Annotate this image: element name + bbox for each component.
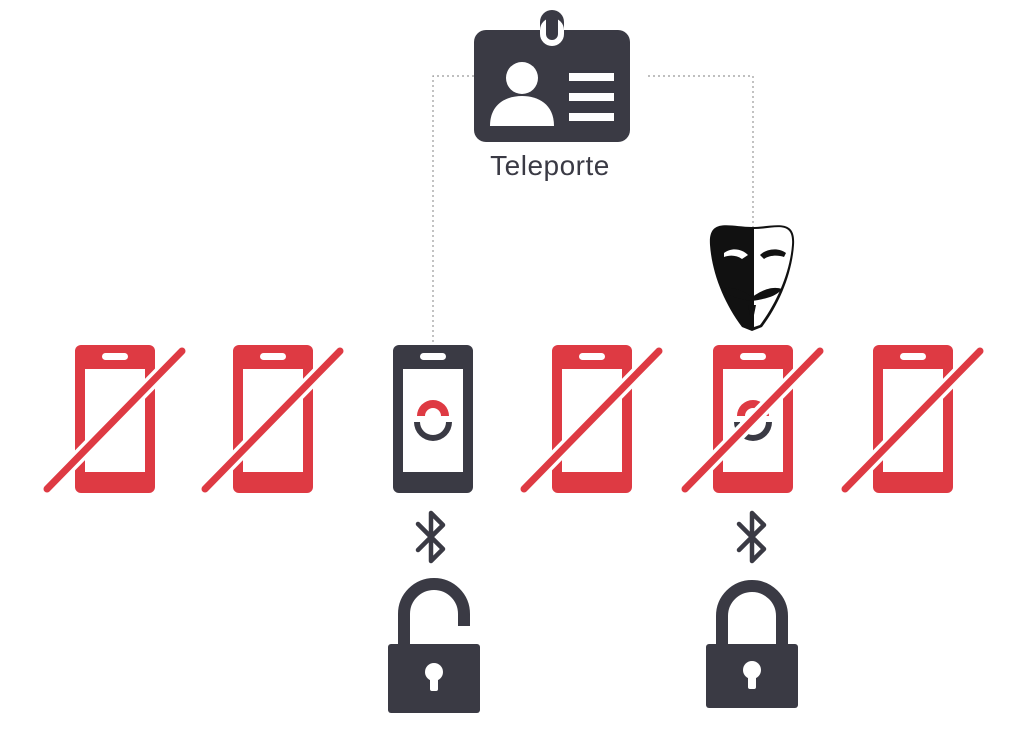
phones-row [40,344,987,496]
phone-app-crossed-icon [678,344,827,496]
lock-open-icon [388,578,480,713]
lock-closed-icon [706,580,798,708]
phone-app-icon [393,345,473,493]
connector-server-to-attacker [648,75,754,228]
phone-crossed-icon [40,344,189,496]
guy-fawkes-mask-icon [709,225,795,331]
connector-lines [432,75,754,342]
bluetooth-icon [415,510,446,564]
phone-crossed-icon [838,344,987,496]
connector-server-to-phone [432,75,474,342]
bluetooth-icon [736,510,767,564]
phone-crossed-icon [198,344,347,496]
phone-crossed-icon [517,344,666,496]
id-badge-icon [474,10,630,142]
server-label: Teleporte [490,150,610,181]
teleporte-app-logo [414,400,452,441]
